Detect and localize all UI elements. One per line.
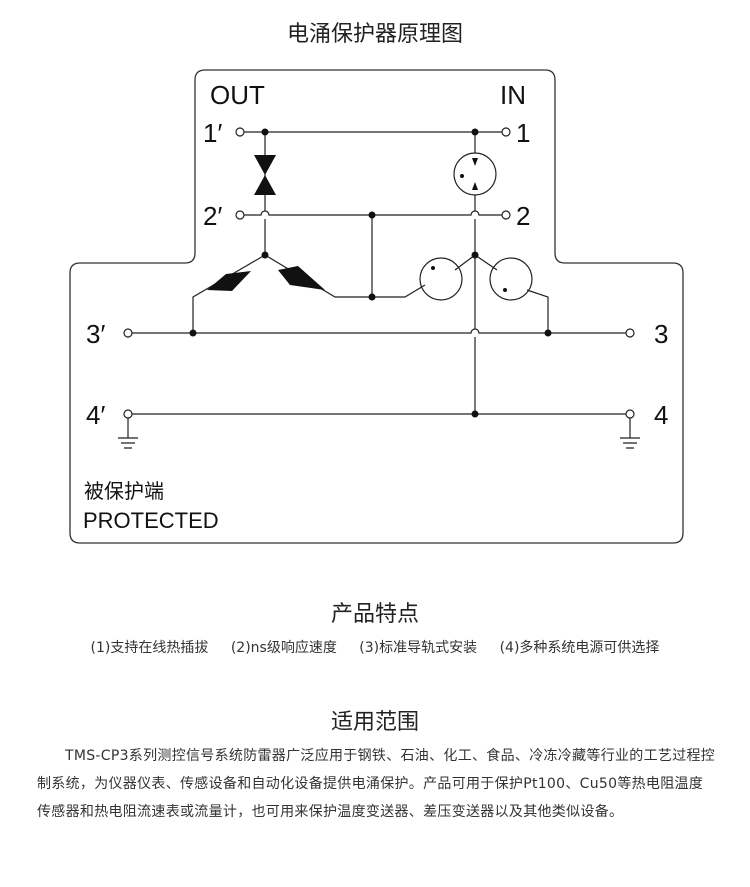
feature-item: (2)ns级响应速度 [230, 640, 337, 656]
terminal-label: 4 [654, 400, 668, 430]
terminal-label: 3′ [86, 319, 105, 349]
tvs-diode-icon [207, 271, 251, 291]
in-label: IN [500, 80, 526, 110]
terminal-label: 1′ [203, 118, 222, 148]
protected-label-cn: 被保护端 [84, 479, 164, 503]
tvs-diode-icon [278, 266, 325, 290]
terminal-label: 4′ [86, 400, 105, 430]
terminal-label: 2 [516, 201, 530, 231]
feature-item: (4)多种系统电源可供选择 [499, 640, 660, 656]
out-label: OUT [210, 80, 265, 110]
tvs-diode-icon [254, 155, 276, 195]
applications-heading: 适用范围 [330, 710, 419, 735]
terminal-1-in [501, 127, 511, 137]
surge-protector-schematic: OUT IN 1′ 2′ 3′ 4′ 1 2 3 4 被保护端 PROTECTE… [69, 69, 684, 544]
features-list: (1)支持在线热插拔 (2)ns级响应速度 (3)标准导轨式安装 (4)多种系统… [0, 637, 750, 657]
features-heading: 产品特点 [330, 602, 419, 627]
terminal-label: 2′ [203, 201, 222, 231]
feature-item: (3)标准导轨式安装 [359, 640, 478, 656]
feature-item: (1)支持在线热插拔 [90, 640, 209, 656]
terminal-1-out [235, 127, 245, 137]
terminal-label: 1 [516, 118, 530, 148]
enclosure-outline [69, 69, 684, 544]
page-title: 电涌保护器原理图 [286, 22, 463, 47]
terminal-label: 3 [654, 319, 668, 349]
protected-label-en: PROTECTED [83, 508, 219, 533]
applications-text: TMS-CP3系列测控信号系统防雷器广泛应用于钢铁、石油、化工、食品、冷冻冷藏等… [37, 748, 716, 820]
